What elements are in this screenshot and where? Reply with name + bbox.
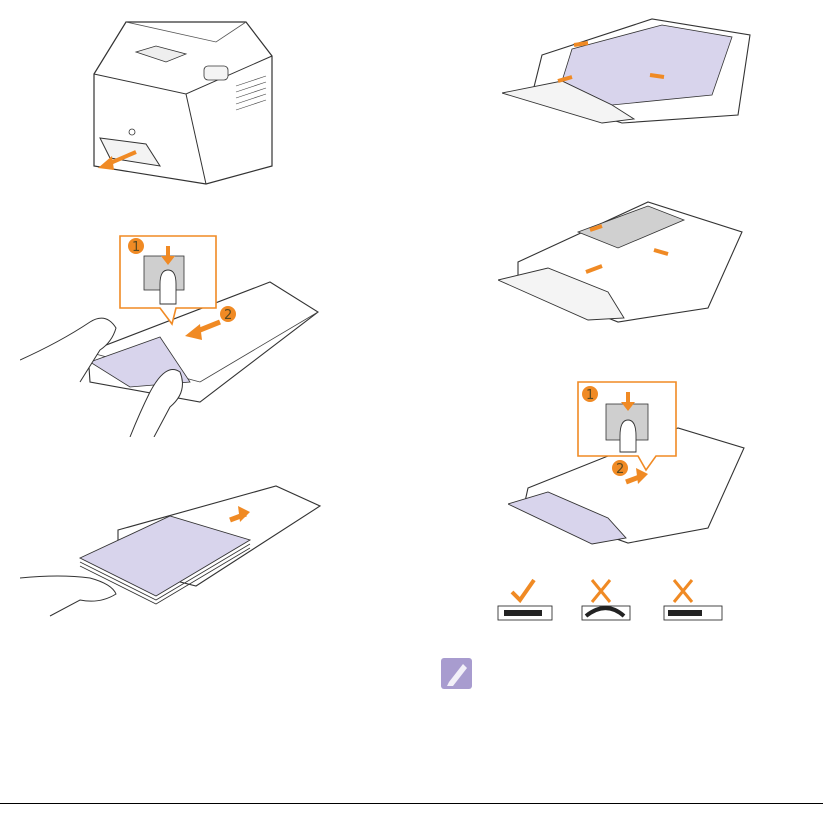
tray-top-illustration — [502, 15, 754, 125]
tray-extend-illustration: 1 2 — [20, 232, 320, 437]
note-icon — [441, 658, 472, 689]
guide-states-illustration — [496, 576, 728, 624]
tray-guide-illustration: 1 2 — [508, 378, 748, 548]
callout-step-1: 1 — [586, 388, 594, 403]
cross-icon — [674, 580, 692, 602]
callout-step-2: 2 — [224, 308, 232, 323]
tray-load-illustration — [20, 466, 322, 626]
callout-step-2: 2 — [616, 462, 624, 477]
footer-rule — [0, 803, 823, 822]
cross-icon — [592, 580, 610, 602]
check-icon — [512, 580, 534, 600]
printer-illustration — [86, 16, 276, 186]
tray-legal-illustration — [498, 192, 746, 324]
callout-step-1: 1 — [132, 240, 140, 255]
